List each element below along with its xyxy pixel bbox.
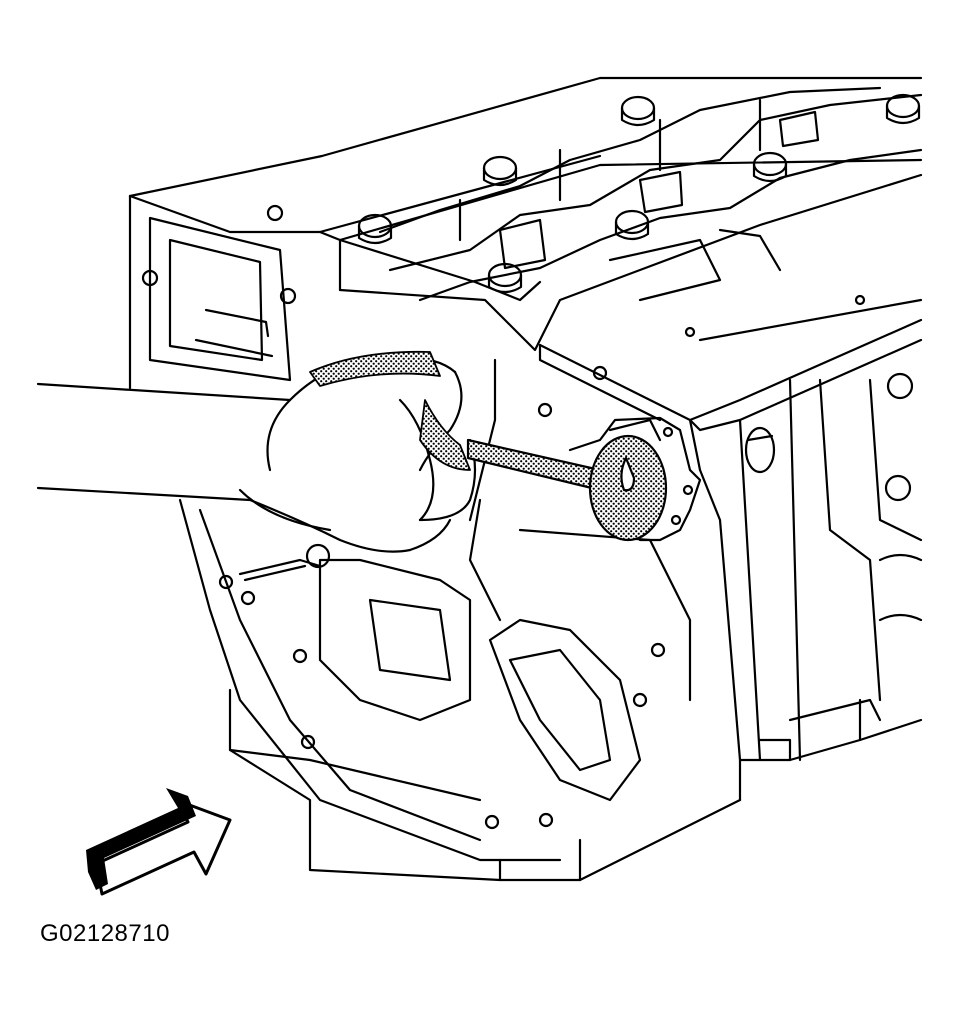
finger-shading bbox=[419, 399, 471, 471]
bolt bbox=[752, 151, 788, 183]
cam-cap-bolts bbox=[357, 93, 921, 294]
bolt bbox=[482, 155, 518, 187]
figure-id-label: G02128710 bbox=[40, 920, 170, 947]
oil-pump-tool bbox=[466, 416, 702, 542]
bolt bbox=[885, 93, 921, 125]
arrow-right-icon bbox=[86, 788, 232, 896]
block-right-side bbox=[684, 294, 923, 762]
cam-bearing-caps bbox=[338, 86, 923, 352]
hand bbox=[36, 355, 477, 553]
block-front-face bbox=[178, 343, 742, 882]
bolt bbox=[487, 262, 523, 294]
bolt bbox=[620, 95, 656, 127]
bolt bbox=[614, 209, 650, 241]
sleeve-cuff-shading bbox=[309, 350, 441, 387]
bolt bbox=[357, 213, 393, 245]
